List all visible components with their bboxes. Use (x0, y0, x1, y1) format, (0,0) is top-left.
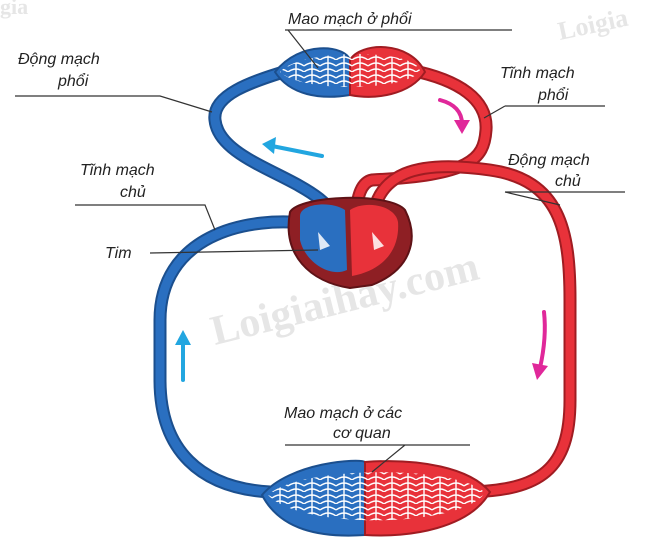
label-aorta-line1: Động mạch (508, 152, 590, 169)
watermark-top-left: gia (0, 0, 28, 19)
pulmonary-capillary-bed (275, 47, 425, 97)
label-vena-cava-line2: chủ (120, 184, 146, 201)
leader-vena-cava (75, 205, 215, 230)
flow-arrow-blue-top (262, 137, 322, 156)
label-aorta-line2: chủ (555, 173, 581, 190)
label-organ-capillaries-line2: cơ quan (333, 425, 391, 442)
leader-aorta (505, 192, 625, 205)
label-organ-capillaries-line1: Mao mạch ở các (284, 405, 402, 422)
label-pulmonary-vein-line2: phổi (537, 86, 569, 104)
flow-arrow-blue-left (175, 330, 191, 380)
leader-heart (150, 250, 318, 253)
label-pulmonary-artery-line1: Động mạch (18, 51, 100, 68)
watermark-top-right: Loigia (555, 3, 630, 46)
leader-pulmonary-artery (15, 96, 212, 112)
label-vena-cava-line1: Tĩnh mạch (80, 162, 155, 179)
label-pulmonary-artery-line2: phổi (57, 72, 89, 90)
label-pulmonary-capillaries: Mao mạch ở phổi (288, 10, 412, 28)
flow-arrow-magenta-top (440, 100, 470, 134)
label-pulmonary-vein-line1: Tĩnh mạch (500, 65, 575, 82)
organ-capillary-bed (262, 461, 490, 536)
flow-arrow-magenta-right (532, 312, 548, 380)
leader-pulmonary-vein (484, 106, 605, 118)
label-heart: Tim (105, 245, 132, 262)
